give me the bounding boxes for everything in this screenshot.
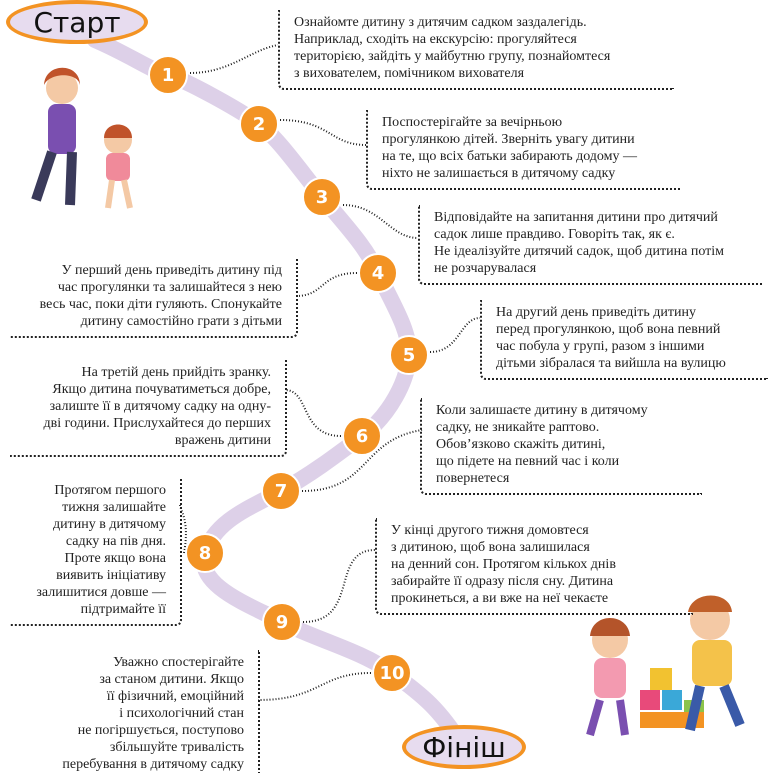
connectors <box>179 44 481 701</box>
step-3-text: Відповідайте на запитання дитини про дит… <box>418 205 763 285</box>
step-7-number: 7 <box>261 471 301 511</box>
step-4-text: У перший день приведіть дитину під час п… <box>10 258 298 338</box>
step-2-text: Поспостерігайте за вечірньою прогулянкою… <box>366 110 680 190</box>
step-8-text: Протягом першого тижня залишайте дитину … <box>10 478 182 626</box>
step-9-number: 9 <box>262 602 302 642</box>
step-8-number: 8 <box>185 533 225 573</box>
step-1-text: Ознайомте дитину з дитячим садком заздал… <box>278 10 674 90</box>
step-5-number: 5 <box>389 335 429 375</box>
step-3-number: 3 <box>302 177 342 217</box>
step-7-text: Коли залишаєте дитину в дитячому садку, … <box>420 398 702 495</box>
step-6-number: 6 <box>342 416 382 456</box>
step-9-text: У кінці другого тижня домовтеся з дитино… <box>375 518 693 615</box>
step-2-number: 2 <box>239 104 279 144</box>
step-10-text: Уважно спостерігайте за станом дитини. Я… <box>25 650 260 773</box>
step-5-text: На другий день приведіть дитину перед пр… <box>480 300 768 380</box>
step-4-number: 4 <box>358 253 398 293</box>
finish-label: Фініш <box>402 725 526 769</box>
mother-child-illustration <box>31 67 133 209</box>
kids-playing-illustration <box>586 595 745 737</box>
step-6-text: На третій день прийдіть зранку. Якщо дит… <box>10 360 287 457</box>
step-1-number: 1 <box>148 55 188 95</box>
start-label: Старт <box>6 0 148 44</box>
step-10-number: 10 <box>372 653 412 693</box>
